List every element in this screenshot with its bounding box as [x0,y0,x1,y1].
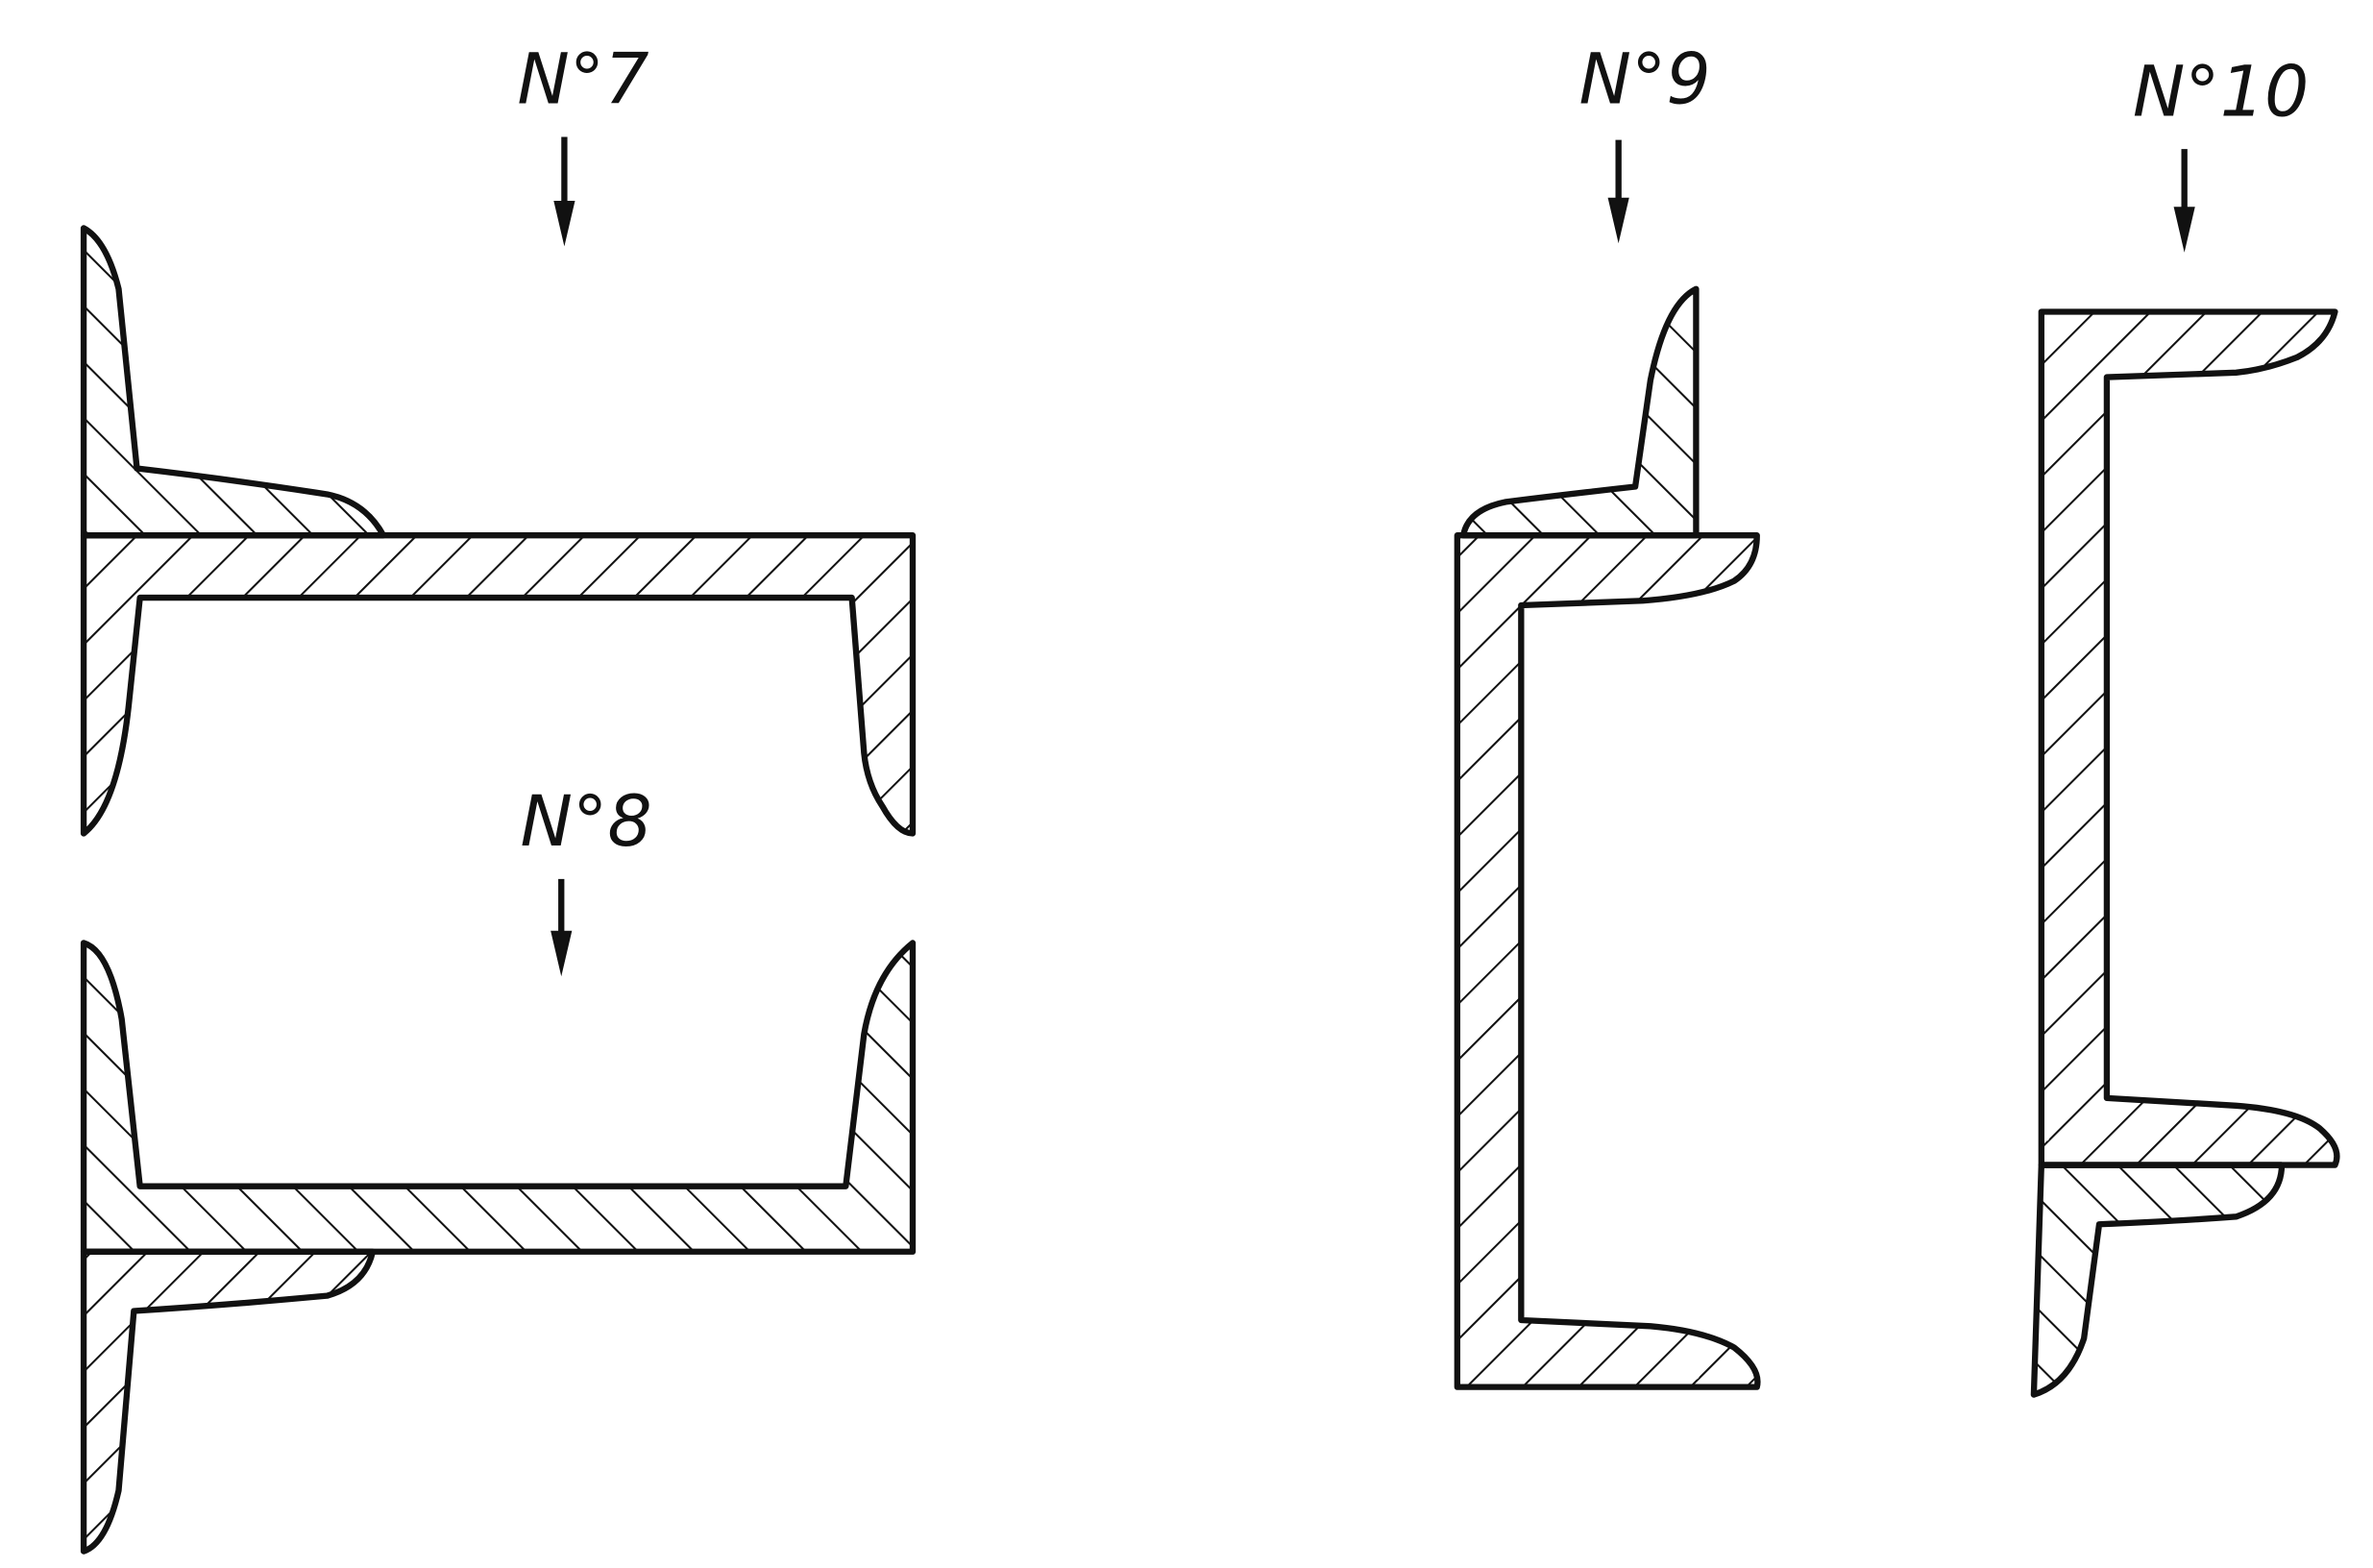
arrow-n10 [2173,149,2195,253]
label-n7: N°7 [517,39,648,121]
arrow-n9 [1607,139,1629,244]
flange-bottom-n8 [80,1248,377,1555]
label-n8: N°8 [521,781,652,863]
label-n10: N°10 [2133,51,2310,133]
body-n8 [80,940,917,1255]
section-n9: N°9 [1454,39,1761,1390]
label-n9: N°9 [1579,39,1711,121]
section-n7: N°7 [80,39,917,837]
section-n8: N°8 [80,781,917,1555]
flange-top-n7 [80,225,387,539]
body-n9 [1454,532,1761,1390]
section-n10: N°10 [2030,51,2340,1398]
body-n7 [80,532,917,837]
body-n10 [2038,308,2340,1168]
arrow-n7 [553,136,575,247]
lug-bottom-n10 [2030,1162,2286,1398]
lug-top-n9 [1459,285,1700,539]
arrow-n8 [550,878,573,977]
